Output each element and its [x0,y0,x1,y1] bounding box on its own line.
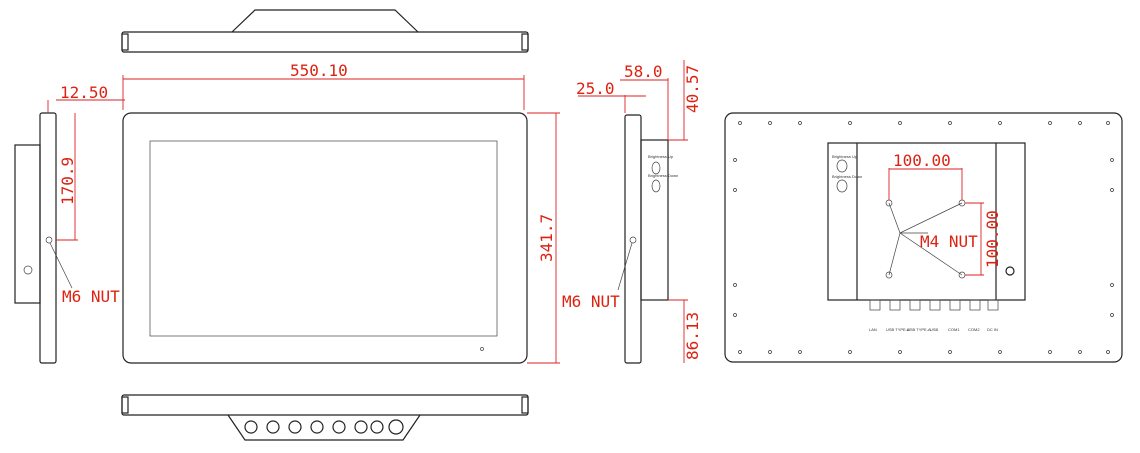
bezel-depth-dimension: 12.50 [60,83,108,102]
height-dimension: 341.7 [537,214,556,262]
port-label-dc-in: DC IN [987,327,998,332]
port-label-com1: COM1 [948,327,960,332]
side-depth-total-dimension: 58.0 [624,62,663,81]
port-label-lan: LAN [869,327,877,332]
bottom-view [121,394,529,441]
port-label-usb-a-2: USB TYPE-A [907,327,931,332]
bottom-port-circles [244,419,404,435]
vesa-vertical-dimension: 100.00 [983,210,1002,268]
vesa-horizontal-dimension: 100.00 [893,151,951,170]
front-view: 550.10 341.7 [122,61,560,364]
port-label-usb-a-1: USB TYPE-A [886,327,910,332]
bezel-screws [733,121,1114,354]
right-nut-callout: M6 NUT [562,292,620,311]
back-brightness-up-label: Brightness Up [832,154,858,159]
io-ports: LAN USB TYPE-A USB TYPE-A USB COM1 COM2 … [869,299,999,332]
left-nut-callout: M6 NUT [62,287,120,306]
brightness-down-label: Brightness Down [648,173,678,178]
side-mount-dimension: 170.9 [58,157,77,205]
back-view: Brightness Up Brightness Down 100.00 100… [724,112,1123,363]
vesa-nut-callout: M4 NUT [920,232,978,251]
top-view [121,9,529,53]
brightness-up-label: Brightness Up [648,154,674,159]
right-side-view: Brightness Up Brightness Down 25.0 58.0 … [562,60,702,364]
width-dimension: 550.10 [290,61,348,80]
side-depth-bezel-dimension: 25.0 [576,79,615,98]
left-side-view: 12.50 170.9 M6 NUT [14,83,125,364]
side-bottom-offset-dimension: 86.13 [683,312,702,360]
back-brightness-down-label: Brightness Down [832,174,862,179]
port-label-usb: USB [930,327,939,332]
port-label-com2: COM2 [968,327,980,332]
side-top-offset-dimension: 40.57 [683,65,702,113]
